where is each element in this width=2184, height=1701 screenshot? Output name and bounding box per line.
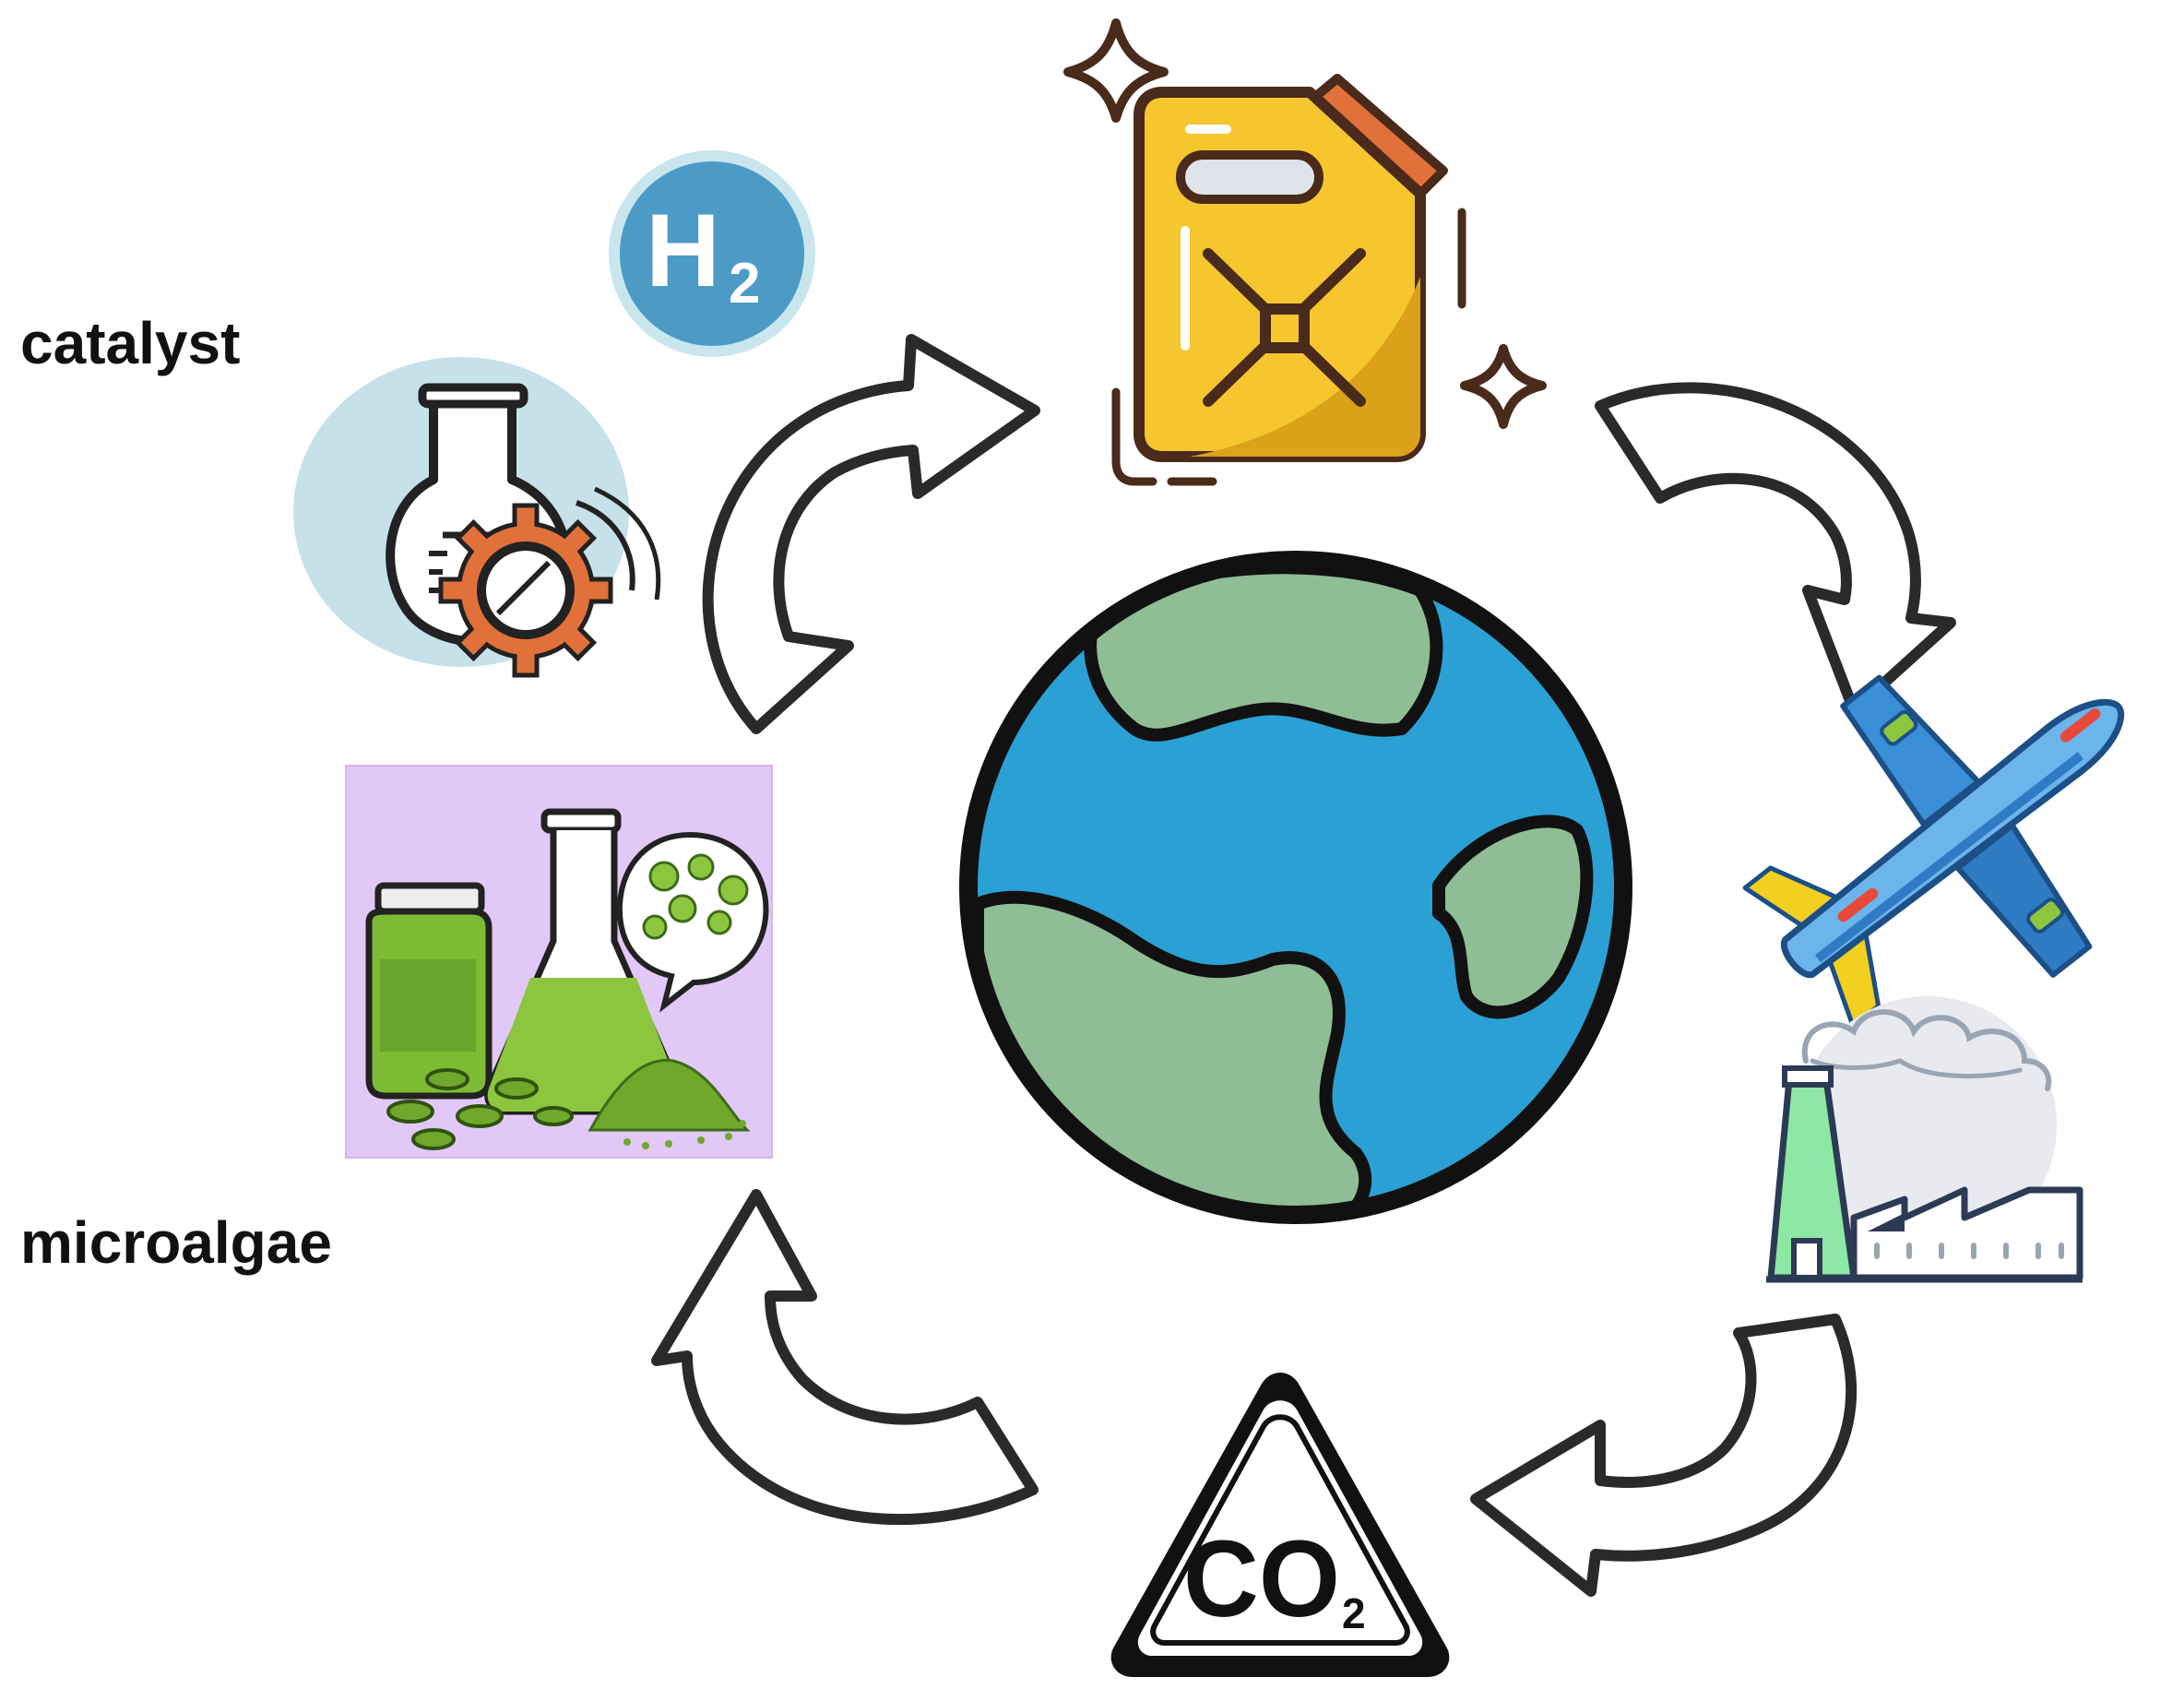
microalgae-label: microalgae [20,1209,332,1276]
co2-warning-triangle-icon: CO 2 [1110,1373,1450,1677]
cycle-arrow-icon [1595,382,1956,716]
cycle-arrow-icon [1470,1314,1858,1597]
co2-subscript: 2 [1342,1589,1366,1637]
fuel-jerrycan-icon [1111,74,1466,486]
sparkle-icon [1460,344,1547,429]
hydrogen-subscript: 2 [729,252,760,315]
microalgae-lab-icon [345,765,773,1159]
cycle-arrow-icon [651,1189,1039,1526]
co2-symbol: CO [1183,1518,1340,1640]
hydrogen-badge-icon: H 2 [609,150,815,357]
catalyst-flask-gear-icon [293,357,661,678]
hydrogen-symbol: H [646,193,720,308]
catalyst-label: catalyst [20,310,241,376]
sparkle-icon [1063,18,1169,123]
globe-icon [959,551,1632,1224]
cycle-arrow-icon [702,334,1040,734]
factory-emissions-icon [1766,996,2083,1283]
